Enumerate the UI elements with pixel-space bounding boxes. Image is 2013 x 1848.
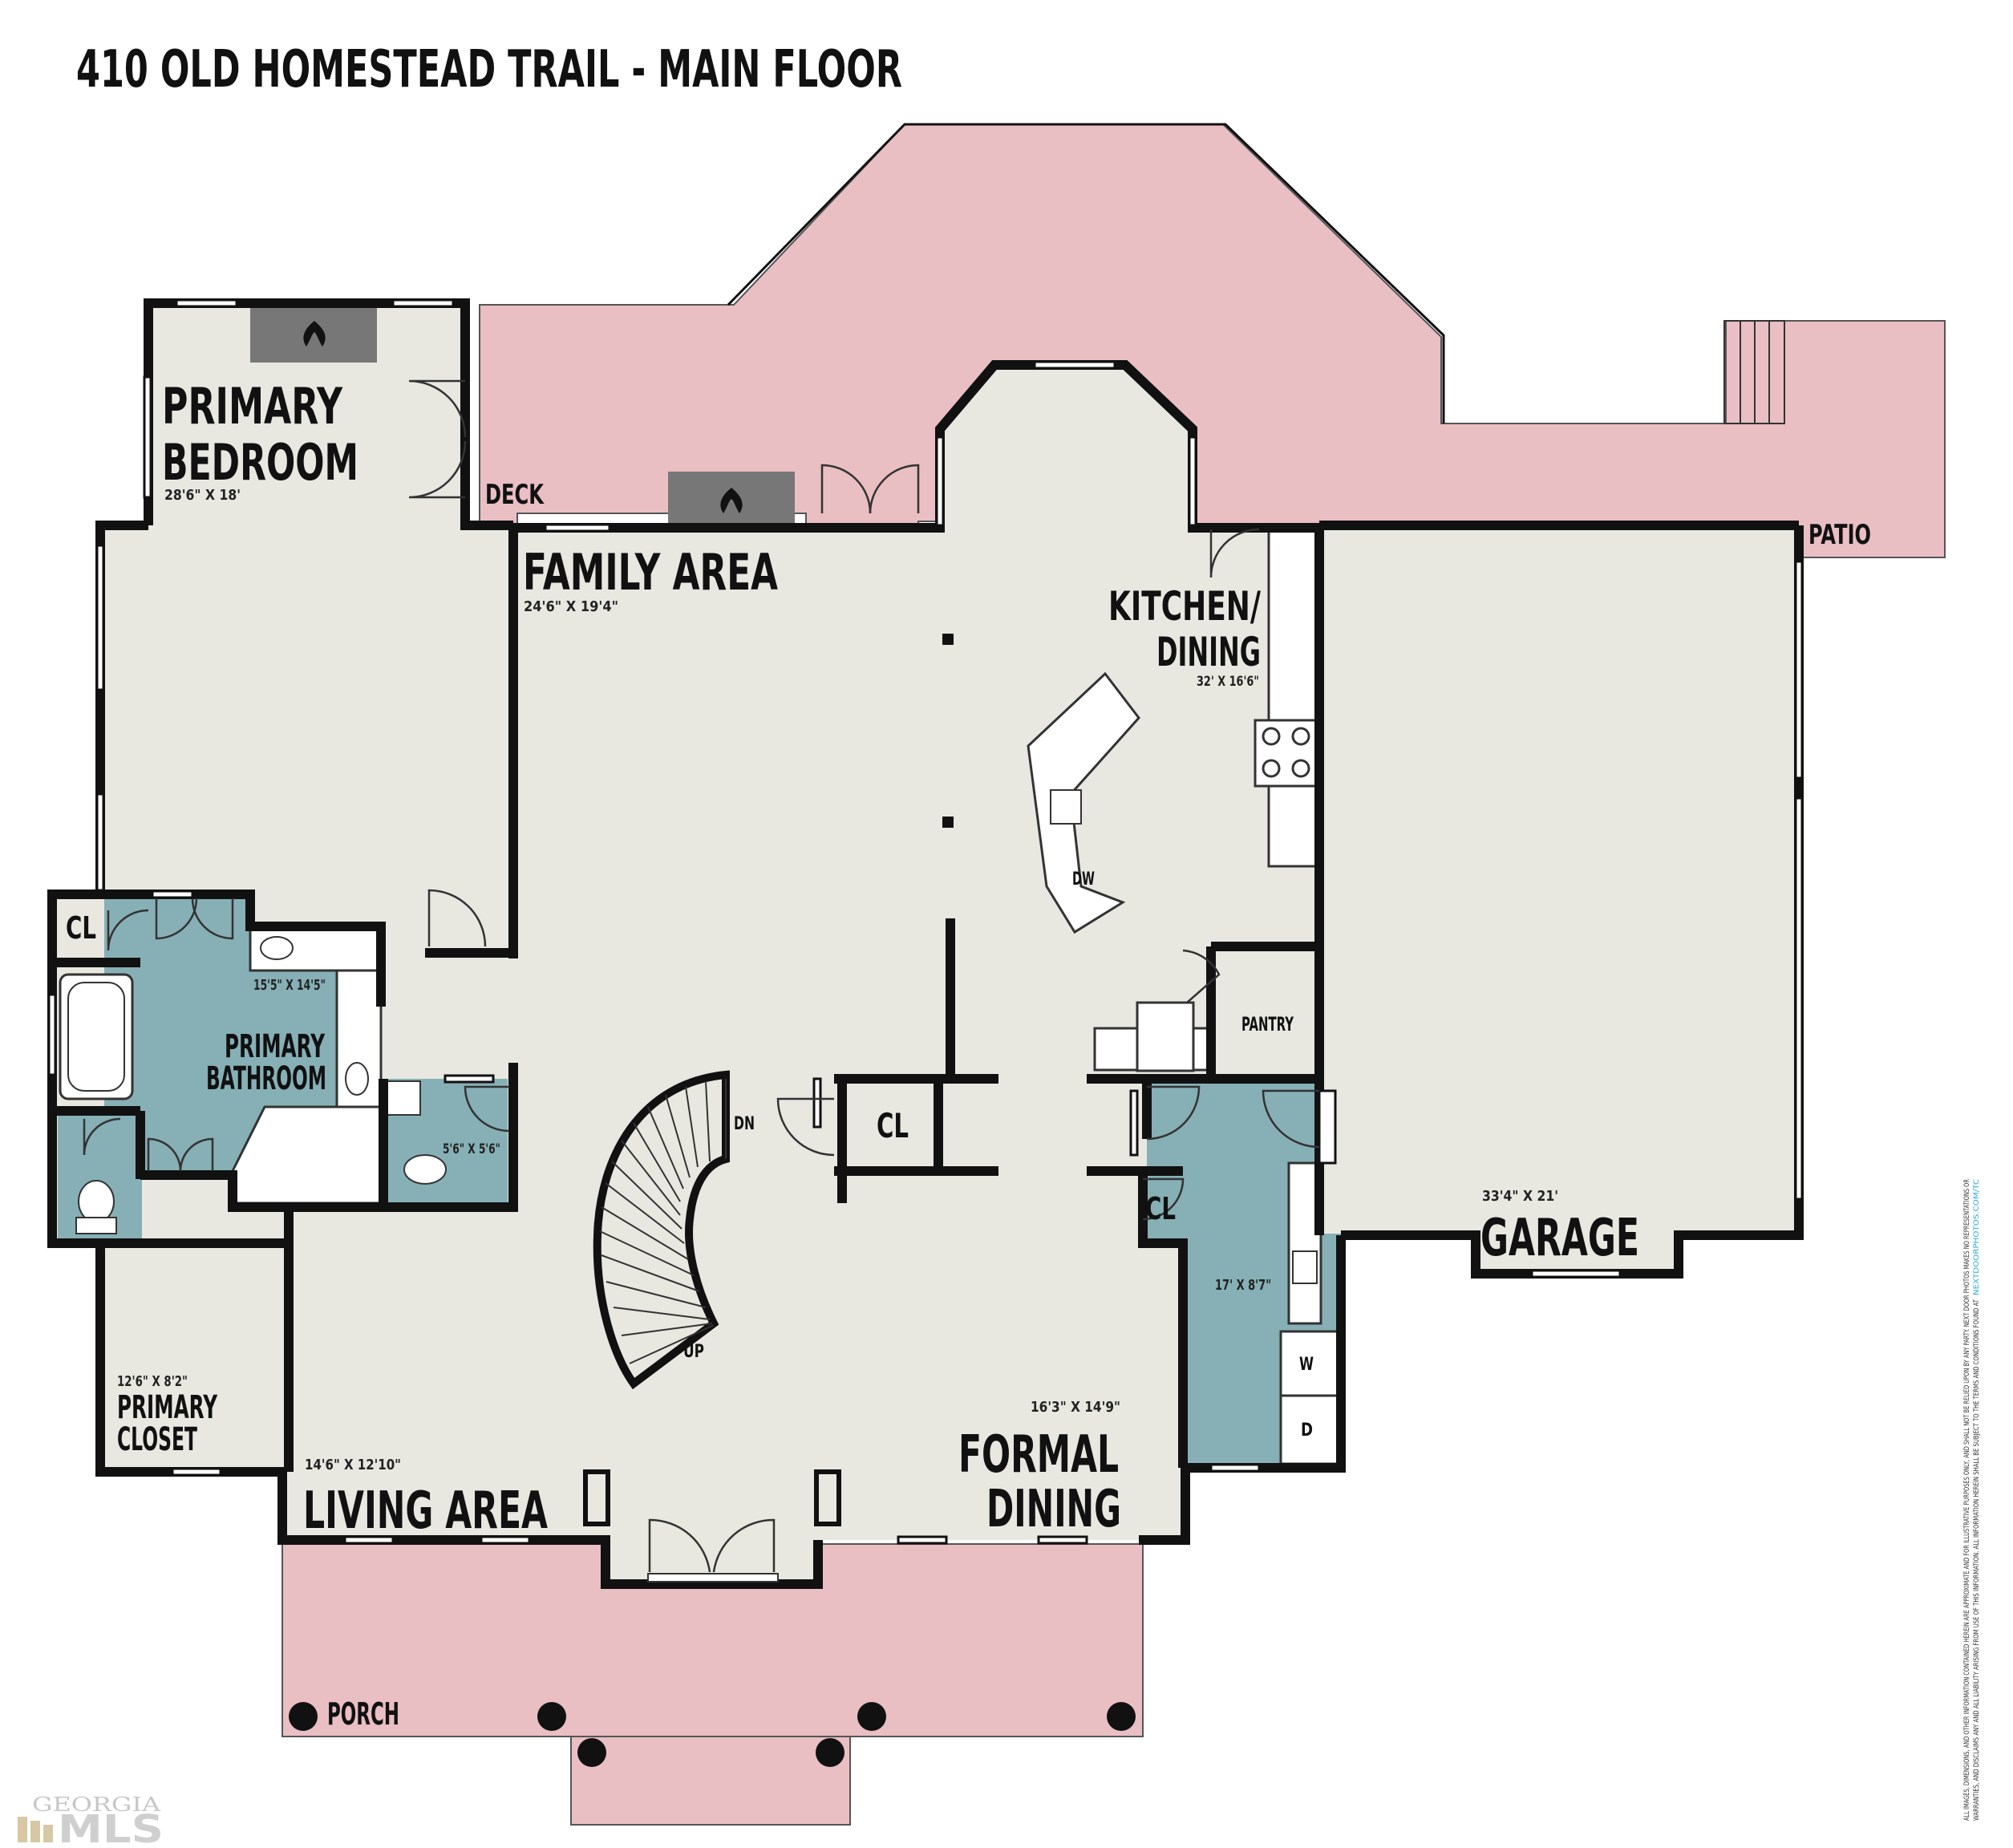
bath-sink-1 — [260, 936, 294, 960]
garage-dims: 33'4" X 21' — [1482, 1188, 1558, 1205]
family-area-label: FAMILY AREA — [523, 543, 778, 602]
disclaimer: ALL IMAGES, DIMENSIONS, AND OTHER INFORM… — [1963, 1179, 1981, 1821]
interior-posts — [942, 634, 954, 828]
patio-label: PATIO — [1808, 519, 1871, 551]
cooktop — [1254, 719, 1318, 788]
formal-dining-label-1: FORMAL — [958, 1425, 1119, 1485]
bath-sink-2 — [345, 1062, 369, 1096]
disclaimer-line-2: WARRANTIES, AND DISCLAIMS ANY AND ALL LI… — [1973, 1299, 1981, 1821]
primary-bathroom-dims: 15'5" X 14'5" — [253, 977, 326, 994]
family-area-dims: 24'6" X 19'4" — [524, 598, 618, 615]
georgia-mls-watermark: GEORGIA MLS — [18, 1793, 164, 1848]
vanity-top — [249, 925, 380, 972]
primary-bathroom-label-1: PRIMARY — [225, 1028, 326, 1065]
island-sink — [1050, 789, 1082, 825]
interior-floor — [52, 303, 1799, 1584]
stairs-down-label: DN — [734, 1114, 755, 1134]
dryer-label: D — [1301, 1420, 1313, 1441]
deck-railing — [727, 123, 1445, 424]
formal-dining-label-2: DINING — [986, 1480, 1121, 1539]
vanity-side — [335, 969, 383, 1108]
porch-label: PORCH — [327, 1696, 399, 1732]
garage-label: GARAGE — [1480, 1209, 1639, 1268]
porch-columns — [289, 1702, 1136, 1767]
kitchen-label-2: DINING — [1156, 629, 1261, 675]
curved-staircase — [593, 1070, 730, 1390]
half-bath-dims: 5'6" X 5'6" — [443, 1141, 500, 1157]
stairs-up-label: UP — [683, 1342, 704, 1362]
primary-closet-label-1: PRIMARY — [117, 1389, 218, 1426]
laundry-sink — [1292, 1250, 1318, 1284]
watermark-bottom: MLS — [58, 1807, 164, 1848]
bathtub-inner — [67, 982, 125, 1092]
primary-closet-label-2: CLOSET — [117, 1421, 197, 1458]
primary-bedroom-label-2: BEDROOM — [162, 433, 358, 492]
toilet-tank-wc — [75, 1217, 117, 1234]
primary-bedroom-dims: 28'6" X 18' — [164, 487, 241, 504]
page-title: 410 OLD HOMESTEAD TRAIL - MAIN FLOOR — [76, 40, 902, 99]
kitchen-counter — [1267, 528, 1318, 868]
windows — [47, 298, 1804, 1545]
toilet-wc — [78, 1180, 115, 1223]
patio-steps — [1723, 320, 1785, 424]
washer-label: W — [1299, 1355, 1314, 1375]
dishwasher-label: DW — [1072, 869, 1095, 890]
living-area-label: LIVING AREA — [303, 1481, 548, 1541]
watermark-top: GEORGIA — [32, 1793, 161, 1816]
bathtub — [59, 973, 134, 1100]
disclaimer-line-1: ALL IMAGES, DIMENSIONS, AND OTHER INFORM… — [1963, 1179, 1971, 1821]
half-bath-sink — [386, 1080, 421, 1116]
deck-label: DECK — [485, 479, 545, 511]
fireplace-bedroom — [250, 305, 377, 363]
closet-laundry-label: CL — [1145, 1191, 1176, 1226]
fireplace-family — [668, 472, 795, 528]
kitchen-dims: 32' X 16'6" — [1197, 674, 1259, 690]
living-area-dims: 14'6" X 12'10" — [305, 1457, 401, 1473]
laundry-dims: 17' X 8'7" — [1215, 1277, 1271, 1294]
primary-bedroom-label-1: PRIMARY — [162, 377, 343, 436]
kitchen-island — [1027, 671, 1140, 934]
toilet-half-bath — [403, 1154, 447, 1185]
primary-bathroom-label-2: BATHROOM — [206, 1060, 326, 1097]
porch-step — [570, 1736, 851, 1826]
closet-bedroom-label: CL — [66, 910, 96, 946]
formal-dining-dims: 16'3" X 14'9" — [1031, 1399, 1120, 1416]
pantry-label: PANTRY — [1241, 1013, 1294, 1035]
fridge-box — [1136, 1001, 1195, 1072]
closet-hall-label: CL — [877, 1106, 909, 1145]
doors — [83, 379, 1320, 1583]
primary-closet-dims: 12'6" X 8'2" — [117, 1373, 188, 1390]
disclaimer-link[interactable]: NEXTDOORPHOTOS.COM/TC — [1973, 1179, 1981, 1295]
entry-pillars — [583, 1469, 841, 1526]
kitchen-label-1: KITCHEN/ — [1108, 583, 1262, 630]
